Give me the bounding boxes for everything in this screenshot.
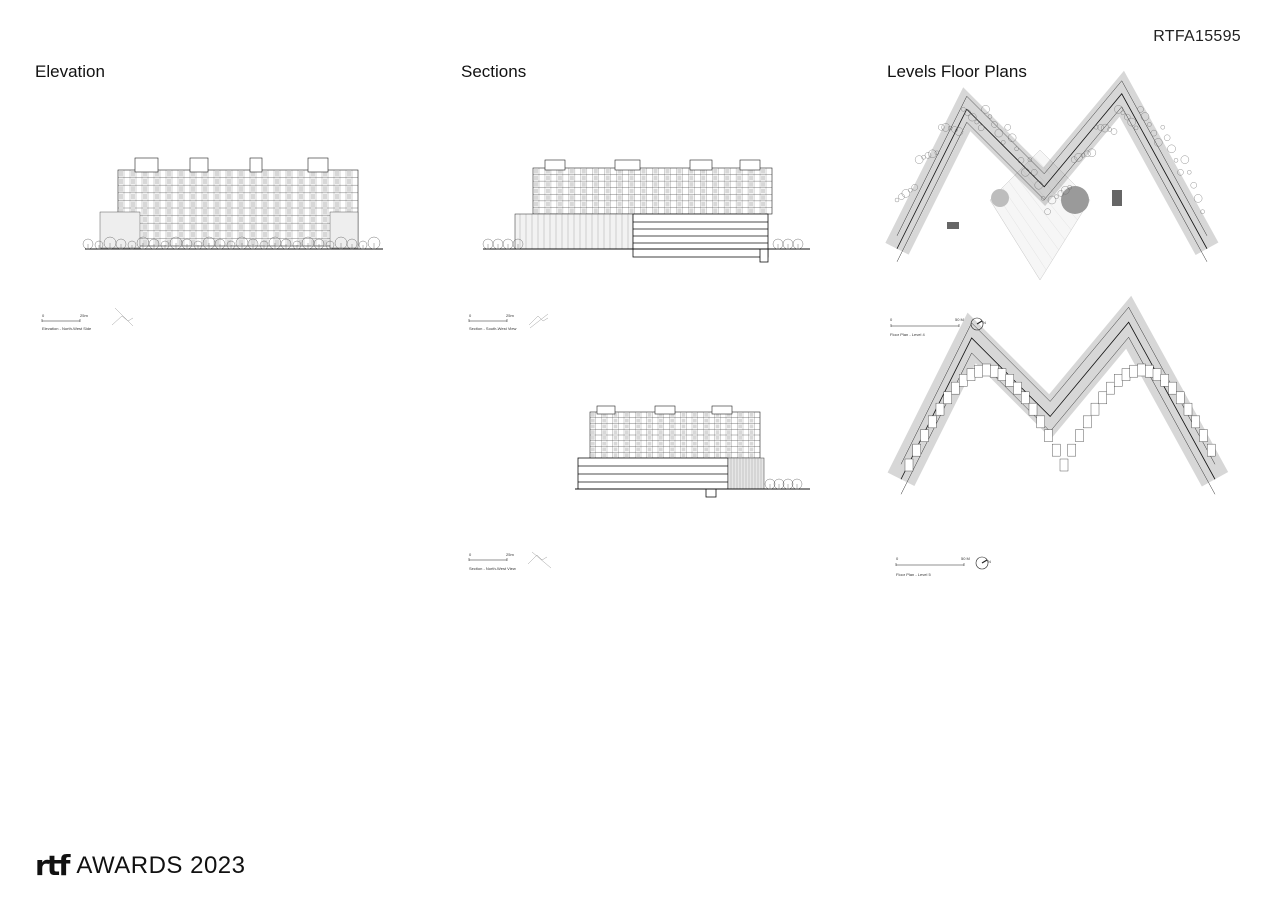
heading-elevation: Elevation [35,62,105,81]
floor-plan-level-4 [885,70,1219,331]
scale-start: 0 [469,313,472,318]
caption: Section - South-West View [469,326,517,331]
scale-end: 50 M [955,317,964,322]
section-north-west [468,405,810,569]
logo-text: AWARDS 2023 [76,852,246,879]
scale-end: 25m [80,313,88,318]
floor-plan-level-5 [887,295,1229,570]
logo-mark: rtf [35,849,70,882]
scale-start: 0 [469,552,472,557]
scale-start: 0 [896,556,899,561]
scale-end: 50 M [961,556,970,561]
north-label: N [983,320,986,325]
elevation-north-west [41,157,383,327]
north-label: N [988,559,991,564]
project-code: RTFA15595 [1153,28,1241,45]
rtf-awards-logo: rtf AWARDS 2023 [35,852,246,880]
scale-end: 25m [506,313,514,318]
scale-start: 0 [890,317,893,322]
scale-start: 0 [42,313,45,318]
caption: Section - North-West View [469,566,516,571]
caption: Elevation - North-West Side [42,326,92,331]
scale-end: 25m [506,552,514,557]
section-south-west [468,159,810,329]
heading-floor-plans: Levels Floor Plans [887,62,1027,81]
heading-sections: Sections [461,62,527,81]
caption: Floor Plan - Level 5 [896,572,931,577]
caption: Floor Plan - Level 4 [890,332,925,337]
